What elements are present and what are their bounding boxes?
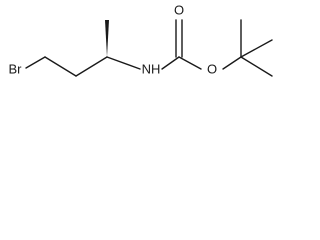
bond-n-c-carbonyl: [161, 56, 180, 70]
atom-label-carbonyl-oxygen: O: [174, 2, 184, 17]
bond-o-ctert: [222, 56, 242, 70]
atom-label-bromine: Br: [9, 61, 23, 76]
bond-c1-c2: [44, 56, 77, 77]
chemical-structure-diagram: Br NH O O: [9, 2, 273, 77]
atom-label-nitrogen: NH: [142, 61, 161, 76]
bond-ctert-me-bottom: [240, 56, 273, 77]
bond-br-c1: [25, 56, 46, 69]
atom-label-ester-oxygen: O: [207, 61, 217, 76]
bond-ctert-me-right: [240, 39, 273, 58]
bond-c2-c3: [75, 56, 108, 77]
bond-c3-n: [106, 56, 141, 70]
bond-c-o-ester: [178, 56, 202, 70]
wedge-bond-methyl: [105, 20, 109, 57]
